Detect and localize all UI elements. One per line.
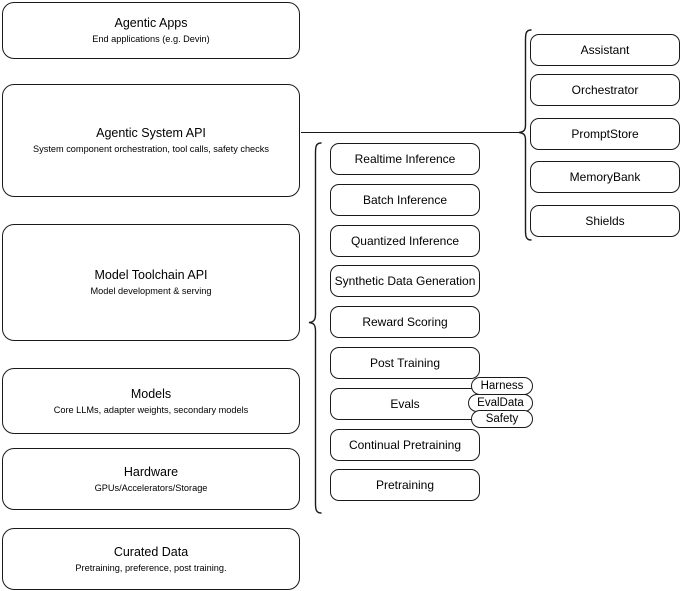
toolchain-chip-evals[interactable]: Evals [330, 388, 480, 420]
layer-subtitle: GPUs/Accelerators/Storage [94, 482, 208, 493]
layer-title: Hardware [123, 464, 179, 479]
toolchain-chip-realtime-inference[interactable]: Realtime Inference [330, 143, 480, 175]
toolchain-chip-quantized-inference[interactable]: Quantized Inference [330, 225, 480, 257]
toolchain-chip-synthetic-data-generation[interactable]: Synthetic Data Generation [330, 265, 480, 297]
layer-title: Agentic System API [96, 126, 206, 140]
layer-title: Agentic Apps [114, 16, 188, 30]
evals-tag-harness[interactable]: Harness [471, 377, 533, 395]
layer-subtitle: System component orchestration, tool cal… [33, 144, 269, 154]
system-chip-promptstore[interactable]: PromptStore [530, 118, 680, 150]
toolchain-chip-post-training[interactable]: Post Training [330, 347, 480, 379]
toolchain-chip-pretraining[interactable]: Pretraining [330, 469, 480, 501]
layer-title: Curated Data [113, 544, 189, 559]
system-chip-assistant[interactable]: Assistant [530, 34, 680, 66]
layer-subtitle: Model development & serving [90, 286, 212, 296]
system-chip-orchestrator[interactable]: Orchestrator [530, 74, 680, 106]
layer-box-agentic-apps[interactable]: Agentic Apps End applications (e.g. Devi… [2, 2, 300, 59]
evals-tag-safety[interactable]: Safety [471, 410, 533, 428]
layer-title: Models [130, 386, 172, 401]
layer-box-curated-data[interactable]: Curated Data Pretraining, preference, po… [2, 528, 300, 590]
toolchain-chip-reward-scoring[interactable]: Reward Scoring [330, 306, 480, 338]
layer-box-agentic-system-api[interactable]: Agentic System API System component orch… [2, 84, 300, 197]
layer-box-model-toolchain-api[interactable]: Model Toolchain API Model development & … [2, 224, 300, 341]
layer-subtitle: Pretraining, preference, post training. [75, 562, 227, 573]
system-chip-shields[interactable]: Shields [530, 205, 680, 237]
connector-line-agentic-system-api [301, 132, 521, 134]
brace-system-components [518, 29, 532, 241]
system-chip-memorybank[interactable]: MemoryBank [530, 161, 680, 193]
toolchain-chip-continual-pretraining[interactable]: Continual Pretraining [330, 429, 480, 461]
layer-box-models[interactable]: Models Core LLMs, adapter weights, secon… [2, 368, 300, 434]
evals-tag-evaldata[interactable]: EvalData [468, 394, 533, 412]
layer-title: Model Toolchain API [94, 268, 208, 282]
layer-subtitle: End applications (e.g. Devin) [92, 34, 210, 44]
toolchain-chip-batch-inference[interactable]: Batch Inference [330, 184, 480, 216]
layer-box-hardware[interactable]: Hardware GPUs/Accelerators/Storage [2, 448, 300, 510]
brace-toolchain-components [308, 142, 322, 514]
layer-subtitle: Core LLMs, adapter weights, secondary mo… [53, 404, 249, 415]
